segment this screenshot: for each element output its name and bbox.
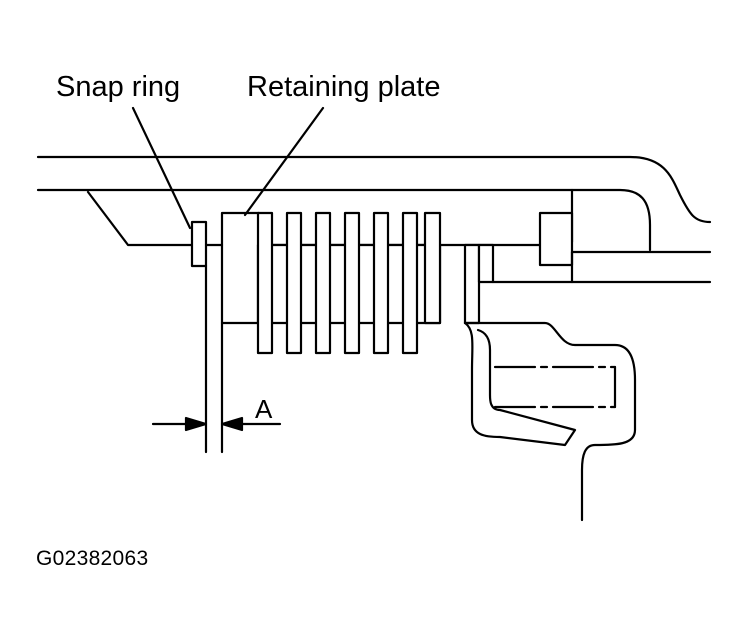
clutch-plate: [345, 213, 359, 353]
snap-ring: [192, 222, 206, 266]
figure-code: G02382063: [36, 547, 149, 570]
housing-inner-contour: [38, 190, 650, 250]
dimension-arrowhead-left: [186, 418, 206, 430]
housing-outer-contour: [38, 157, 710, 222]
clutch-plate: [316, 213, 330, 353]
clutch-plate: [403, 213, 417, 353]
clutch-plate: [425, 213, 440, 323]
shaft-lower: [572, 252, 710, 282]
dimension-a-label: A: [255, 394, 273, 424]
piston-inner: [465, 323, 575, 445]
clutch-plate: [258, 213, 272, 353]
spring-retainer: [465, 245, 479, 323]
dimension-arrowhead-right: [222, 418, 242, 430]
clutch-plate: [287, 213, 301, 353]
retaining-plate-leader: [245, 108, 323, 215]
snap-ring-leader: [133, 108, 190, 228]
retaining-plate-label: Retaining plate: [247, 71, 441, 103]
clutch-plates: [258, 213, 440, 353]
hub-bevel: [88, 192, 192, 245]
clutch-plate: [374, 213, 388, 353]
piston-body: [465, 323, 635, 520]
retaining-plate: [222, 213, 259, 323]
seal-plug: [540, 213, 572, 265]
spring-seat: [479, 245, 493, 282]
snap-ring-label: Snap ring: [56, 71, 181, 103]
